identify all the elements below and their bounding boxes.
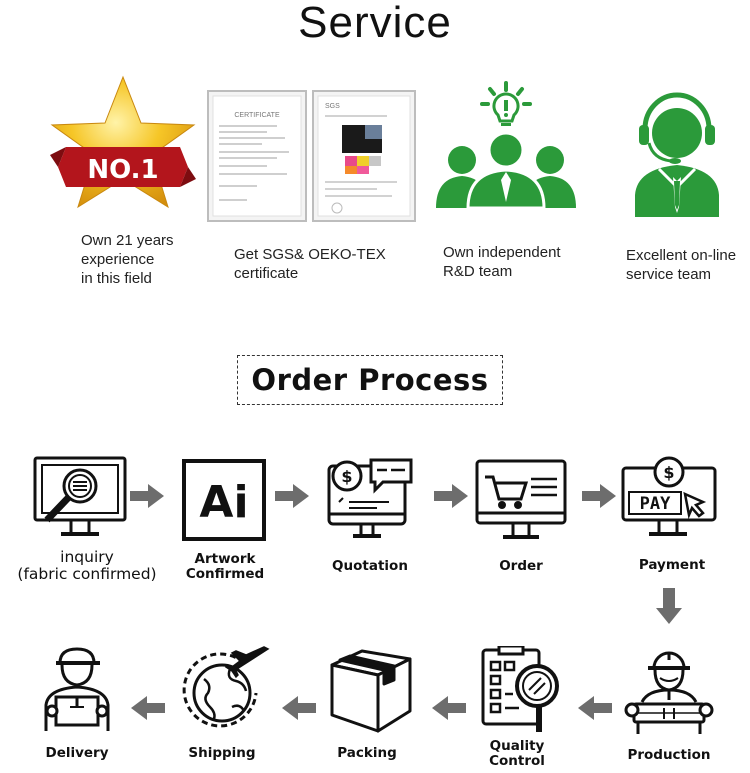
svg-text:CERTIFICATE: CERTIFICATE xyxy=(234,112,280,119)
order-process-title-box: Order Process xyxy=(237,355,503,405)
packing-box-icon xyxy=(328,647,414,733)
service-text-rd-team: Own independent R&D team xyxy=(443,244,561,280)
order-process-title: Order Process xyxy=(251,363,489,397)
no1-badge-text: NO.1 xyxy=(87,155,158,185)
headset-agent-icon xyxy=(633,85,721,219)
team-idea-icon xyxy=(432,80,580,210)
step-label-artwork: Artwork Confirmed xyxy=(185,551,265,582)
arrow-left-icon xyxy=(578,696,612,720)
service-text-online-team: Excellent on-line service team xyxy=(626,247,737,283)
pay-text: PAY xyxy=(640,494,671,514)
production-worker-icon xyxy=(624,642,714,736)
svg-text:$: $ xyxy=(663,463,674,482)
step-label-production: Production xyxy=(627,747,711,763)
quality-control-icon xyxy=(479,646,565,734)
svg-text:$: $ xyxy=(341,467,352,486)
certificate-icon: CERTIFICATE SGS xyxy=(207,90,417,222)
arrow-left-icon xyxy=(432,696,466,720)
step-label-payment: Payment xyxy=(638,557,706,573)
artwork-ai-text: Ai xyxy=(199,477,248,528)
service-text-experience: Own 21 years experience in this field xyxy=(81,232,174,287)
arrow-right-icon xyxy=(582,484,616,508)
shipping-globe-plane-icon xyxy=(178,645,272,735)
step-label-quotation: Quotation xyxy=(332,558,408,574)
order-cart-icon xyxy=(475,459,567,543)
service-text-certificate: Get SGS& OEKO-TEX certificate xyxy=(234,246,386,282)
arrow-left-icon xyxy=(282,696,316,720)
arrow-right-icon xyxy=(275,484,309,508)
service-title: Service xyxy=(298,0,452,47)
step-label-packing: Packing xyxy=(337,745,397,761)
no1-star-icon: NO.1 xyxy=(48,75,198,215)
step-label-quality-control: Quality Control xyxy=(489,738,545,769)
step-label-inquiry: inquiry (fabric confirmed) xyxy=(17,548,157,583)
arrow-left-icon xyxy=(131,696,165,720)
payment-icon: $ PAY xyxy=(621,456,717,544)
svg-text:SGS: SGS xyxy=(325,103,340,110)
step-label-delivery: Delivery xyxy=(45,745,109,761)
artwork-ai-icon: Ai xyxy=(182,459,266,541)
inquiry-monitor-icon xyxy=(33,456,127,542)
step-label-shipping: Shipping xyxy=(188,745,256,761)
arrow-right-icon xyxy=(130,484,164,508)
delivery-man-icon xyxy=(38,647,116,735)
quotation-icon: $ xyxy=(327,458,415,542)
arrow-right-icon xyxy=(434,484,468,508)
arrow-down-icon xyxy=(656,588,682,624)
step-label-order: Order xyxy=(499,558,543,574)
